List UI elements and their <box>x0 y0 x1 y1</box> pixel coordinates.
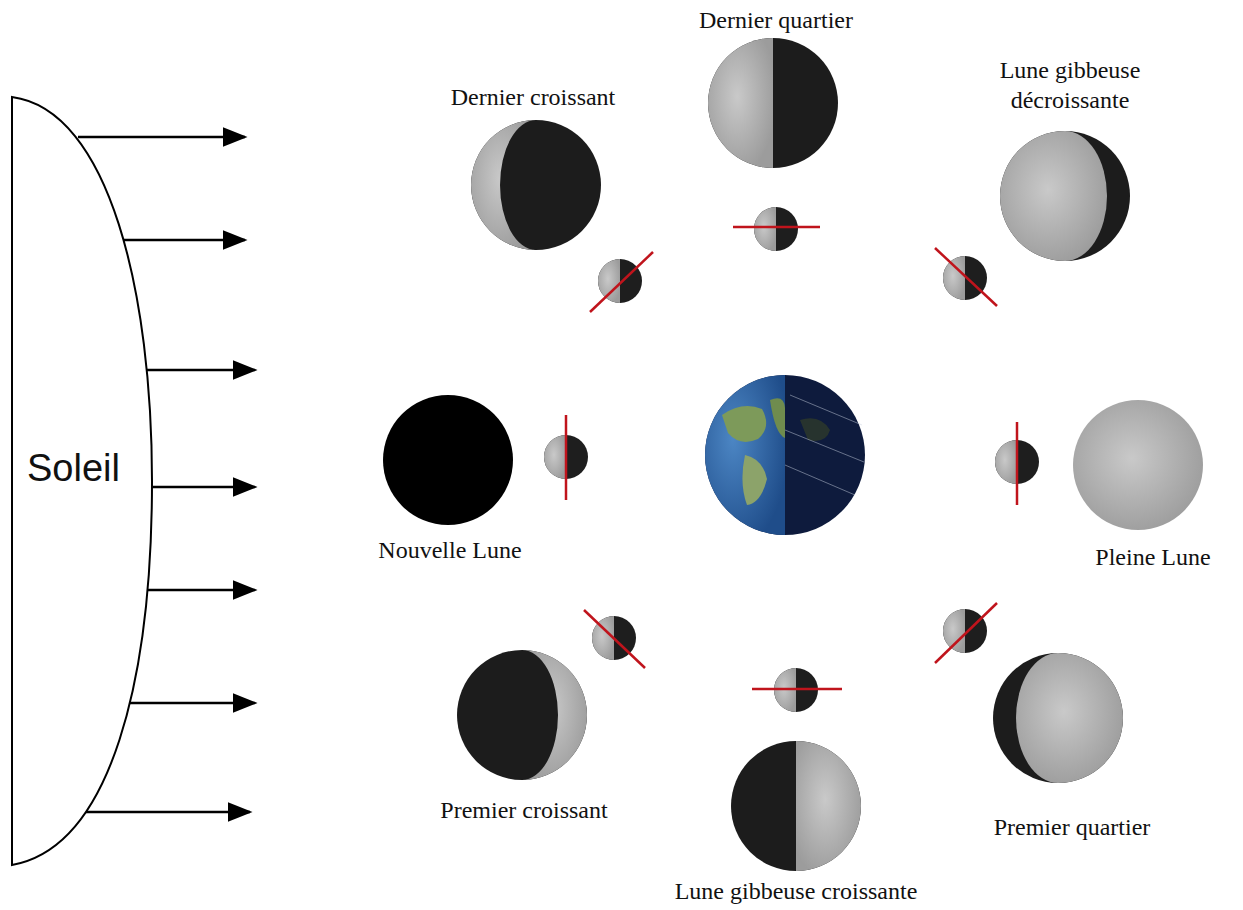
phase-label: Premier quartier <box>972 812 1172 842</box>
earth <box>705 375 865 535</box>
phase-label: Dernier croissant <box>373 82 693 112</box>
phase-label: Pleine Lune <box>1023 542 1243 572</box>
visibility-lines <box>566 227 1017 689</box>
orbit-moons <box>544 207 1039 712</box>
moon-phases <box>383 38 1203 871</box>
sun-label: Soleil <box>27 447 120 490</box>
phase-label: Nouvelle Lune <box>290 535 610 565</box>
phase-label: Lune gibbeuse croissante <box>636 876 956 906</box>
sun-shape: Soleil <box>0 95 160 867</box>
phase-label: Premier croissant <box>364 795 684 825</box>
phase-label: Lune gibbeuse décroissante <box>970 55 1170 115</box>
phase-label: Dernier quartier <box>616 5 936 35</box>
